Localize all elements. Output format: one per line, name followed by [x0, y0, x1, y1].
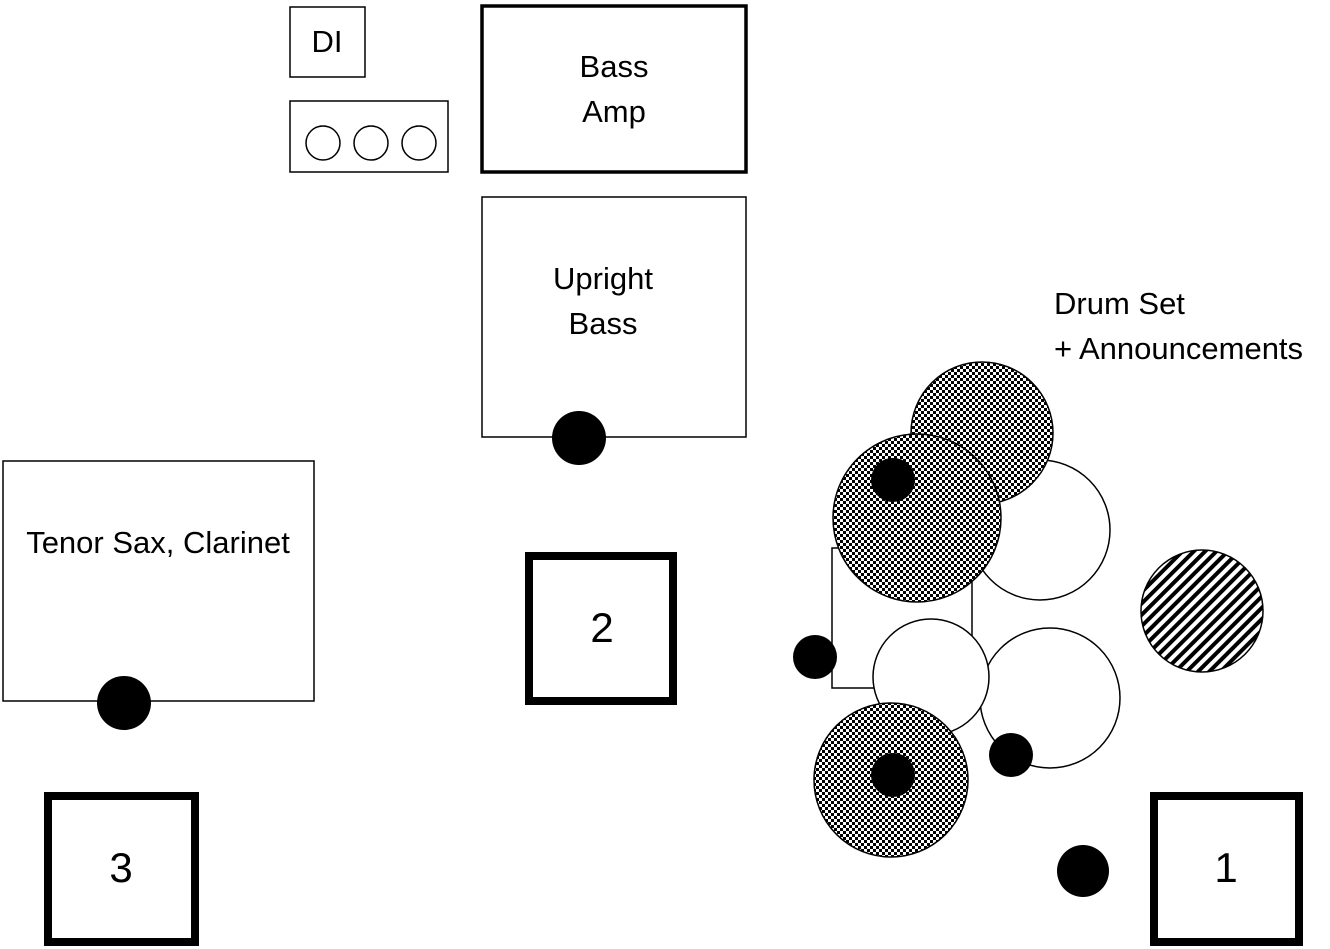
monitor-1: 1	[1150, 792, 1303, 946]
di-box: DI	[289, 6, 366, 78]
drum-mic-4	[871, 753, 915, 797]
upright-bass-label-2: Bass	[569, 306, 638, 341]
monitor-3-label: 3	[109, 844, 132, 891]
sax-mic	[97, 676, 151, 730]
sax-clarinet-area: Tenor Sax, Clarinet	[2, 460, 315, 730]
monitor-2: 2	[525, 552, 677, 705]
ride-cymbal	[1140, 549, 1264, 673]
drum-set-label-1: Drum Set	[1054, 286, 1185, 321]
monitor-2-label: 2	[590, 604, 613, 651]
monitor-3: 3	[44, 792, 199, 946]
drum-set	[793, 361, 1264, 897]
input-jack-1	[305, 125, 341, 161]
di-label: DI	[312, 24, 343, 59]
drum-mic-2	[793, 635, 837, 679]
upright-bass-area: Upright Bass	[481, 196, 747, 465]
sax-clarinet-label: Tenor Sax, Clarinet	[26, 525, 290, 560]
bass-amp: Bass Amp	[480, 4, 748, 174]
input-panel	[289, 100, 449, 173]
input-jack-2	[353, 125, 389, 161]
drum-set-label-2: + Announcements	[1054, 331, 1303, 366]
upright-bass-label-1: Upright	[553, 261, 653, 296]
cymbal-left	[832, 433, 1002, 603]
announcement-mic	[1057, 845, 1109, 897]
bass-amp-label-2: Amp	[582, 94, 646, 129]
monitor-1-label: 1	[1214, 844, 1237, 891]
input-jack-3	[401, 125, 437, 161]
upright-bass-mic	[552, 411, 606, 465]
drum-mic-3	[989, 733, 1033, 777]
bass-amp-label-1: Bass	[580, 49, 649, 84]
drum-mic-1	[871, 458, 915, 502]
